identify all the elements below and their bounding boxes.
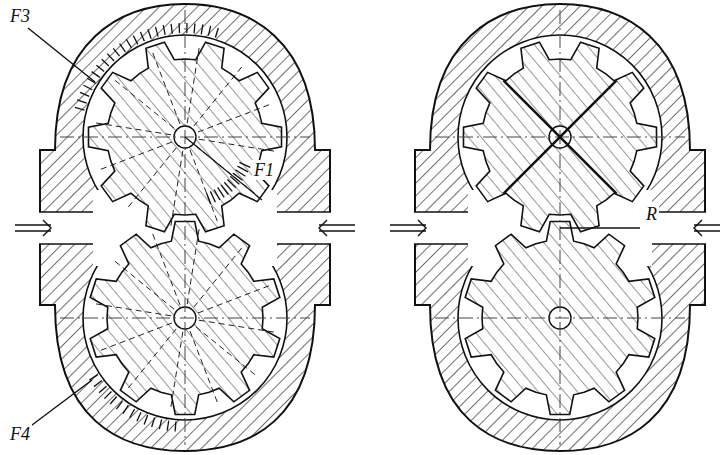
pressure-tick [89,375,97,380]
pressure-tick [174,422,176,432]
force-label: F3 [8,6,32,26]
force-line [185,137,262,200]
pressure-tick [221,185,228,195]
pressure-line [187,48,199,123]
pressure-tick [94,381,102,387]
pressure-line [128,329,176,388]
flow-arrow [319,224,355,225]
pressure-tick [113,48,119,56]
pressure-tick [144,415,148,424]
force-label: F1 [252,160,276,180]
pressure-line [115,261,174,309]
pressure-tick [123,405,128,413]
pump-housing [40,4,330,451]
force-label: F4 [8,424,32,444]
pressure-tick [137,412,141,421]
pressure-tick [110,396,117,404]
pressure-tick [107,54,114,61]
pressure-tick [140,32,144,41]
pressure-line [198,286,269,313]
flow-arrow [418,220,426,236]
pressure-line [128,148,176,207]
center-line [185,10,186,445]
pressure-tick [155,27,158,37]
pressure-tick [120,44,126,52]
pressure-tick [130,409,135,418]
pressure-line [196,327,255,375]
pressure-line [199,139,274,151]
pressure-tick [237,166,247,172]
pressure-line [153,234,180,305]
pressure-tick [186,23,187,33]
pressure-tick [171,24,172,34]
pressure-line [101,323,172,350]
pressure-tick [92,72,100,78]
pump-view [15,4,355,451]
flow-arrow [390,230,426,231]
pressure-tick [218,187,225,197]
pressure-line [171,151,183,226]
pressure-tick [80,92,89,96]
pressure-tick [193,23,195,33]
pressure-tick [239,162,250,167]
pressure-tick [104,392,111,399]
pressure-tick [99,386,107,393]
pressure-line [194,67,242,126]
gear-cross [503,80,616,193]
force-line [28,28,95,82]
pressure-line [153,53,180,124]
flow-arrow [43,220,51,236]
pressure-tick [214,189,220,199]
force-label: R [644,204,659,224]
gear-cross [503,80,616,193]
pressure-tick [77,100,86,103]
force-line [28,380,92,428]
pressure-tick [96,65,104,71]
pressure-tick [167,421,169,431]
pressure-tick [208,26,210,36]
pressure-tick [75,107,85,110]
flow-arrow [694,220,702,236]
pressure-line [194,248,242,307]
flow-arrow [319,220,327,236]
flow-arrow [15,230,51,231]
pressure-line [96,123,171,135]
flow-arrow [319,230,355,231]
pressure-line [101,142,172,169]
pressure-tick [215,28,218,38]
pressure-line [198,105,269,132]
pressure-tick [83,85,92,90]
pressure-line [171,332,183,407]
pressure-tick [235,170,245,177]
pressure-tick [102,59,109,66]
pressure-tick [116,401,122,409]
flow-arrow [390,224,426,225]
pump-housing [415,4,705,451]
pressure-line [96,304,171,316]
pressure-tick [207,193,211,204]
pressure-line [199,320,274,332]
pressure-line [187,229,199,304]
force-line [560,227,640,228]
pressure-tick [148,29,151,38]
pressure-tick [163,25,165,35]
pressure-tick [126,39,131,48]
pressure-line [190,331,217,402]
pressure-tick [178,23,180,33]
pressure-tick [133,35,138,44]
pump-view [390,4,720,451]
pressure-tick [210,191,215,202]
pressure-line [115,80,174,128]
flow-arrow [15,224,51,225]
pressure-tick [159,419,161,429]
pressure-tick [201,24,203,34]
pressure-tick [152,417,155,427]
